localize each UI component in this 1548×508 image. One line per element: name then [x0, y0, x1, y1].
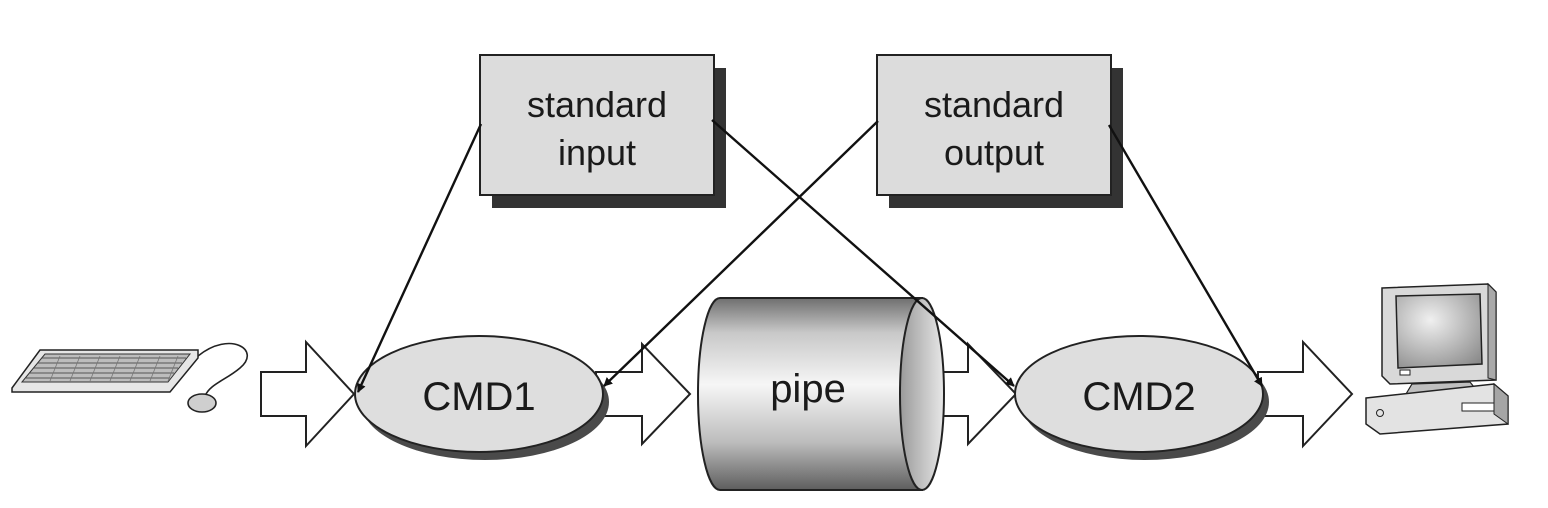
pipe-label: pipe — [770, 367, 846, 411]
arrow-stdout-to-cmd2 — [1107, 124, 1264, 387]
block-arrow-keyboard-to-cmd1 — [260, 339, 356, 449]
pipe-cylinder: pipe — [697, 297, 945, 491]
computer-monitor-icon — [1365, 282, 1509, 435]
arrow-stdout-to-cmd1 — [603, 120, 879, 387]
cmd2-node — [1014, 335, 1264, 453]
standard-input-box — [479, 54, 715, 196]
cmd1-label: CMD1 — [422, 375, 535, 419]
standard-output-box — [876, 54, 1112, 196]
standard-output-label-line2: output — [944, 132, 1044, 173]
cmd2-label: CMD2 — [1082, 375, 1195, 419]
standard-input-label-line2: input — [558, 132, 636, 173]
cmd1-node — [354, 335, 604, 453]
arrow-stdin-to-cmd1 — [356, 123, 483, 393]
standard-output-label-line1: standard — [924, 84, 1064, 125]
keyboard-and-mouse-icon — [11, 342, 248, 413]
block-arrow-cmd1-to-pipe — [595, 341, 692, 447]
standard-input-label-line1: standard — [527, 84, 667, 125]
arrow-stdin-to-cmd2 — [711, 119, 1015, 387]
block-arrow-cmd2-to-computer — [1257, 339, 1354, 449]
